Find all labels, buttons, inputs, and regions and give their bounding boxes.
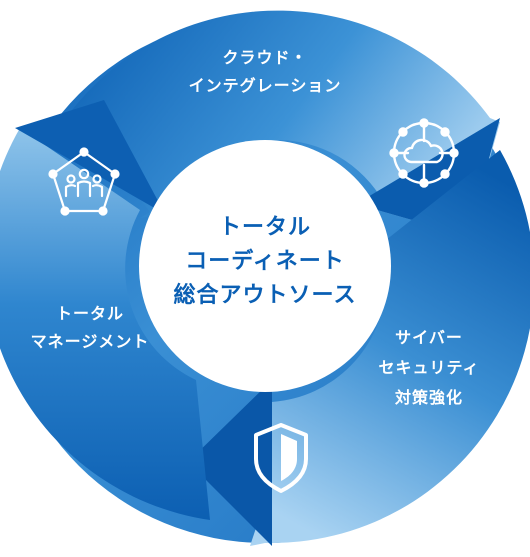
segment-security: [250, 150, 530, 546]
center-circle: [139, 140, 391, 392]
segment-management: [0, 128, 210, 520]
cloud-label-line-2: インテグレーション: [188, 76, 342, 95]
center-title-line-1: トータル: [218, 215, 311, 240]
shield-icon: [254, 423, 308, 493]
cloud-label-line-1: クラウド・: [222, 48, 308, 67]
center-title-line-2: コーディネート: [185, 249, 345, 274]
arrow-security: [188, 380, 272, 546]
team-network-icon: [48, 147, 120, 216]
security-label-line-2: セキュリティ: [378, 358, 480, 377]
cloud-network-icon: [389, 118, 459, 188]
management-label-line-1: トータル: [55, 304, 124, 323]
security-label-line-3: 対策強化: [394, 388, 463, 407]
center-title-line-3: 総合アウトソース: [173, 283, 357, 308]
management-label-line-2: マネージメント: [30, 332, 150, 351]
security-label-line-1: サイバー: [395, 328, 463, 347]
